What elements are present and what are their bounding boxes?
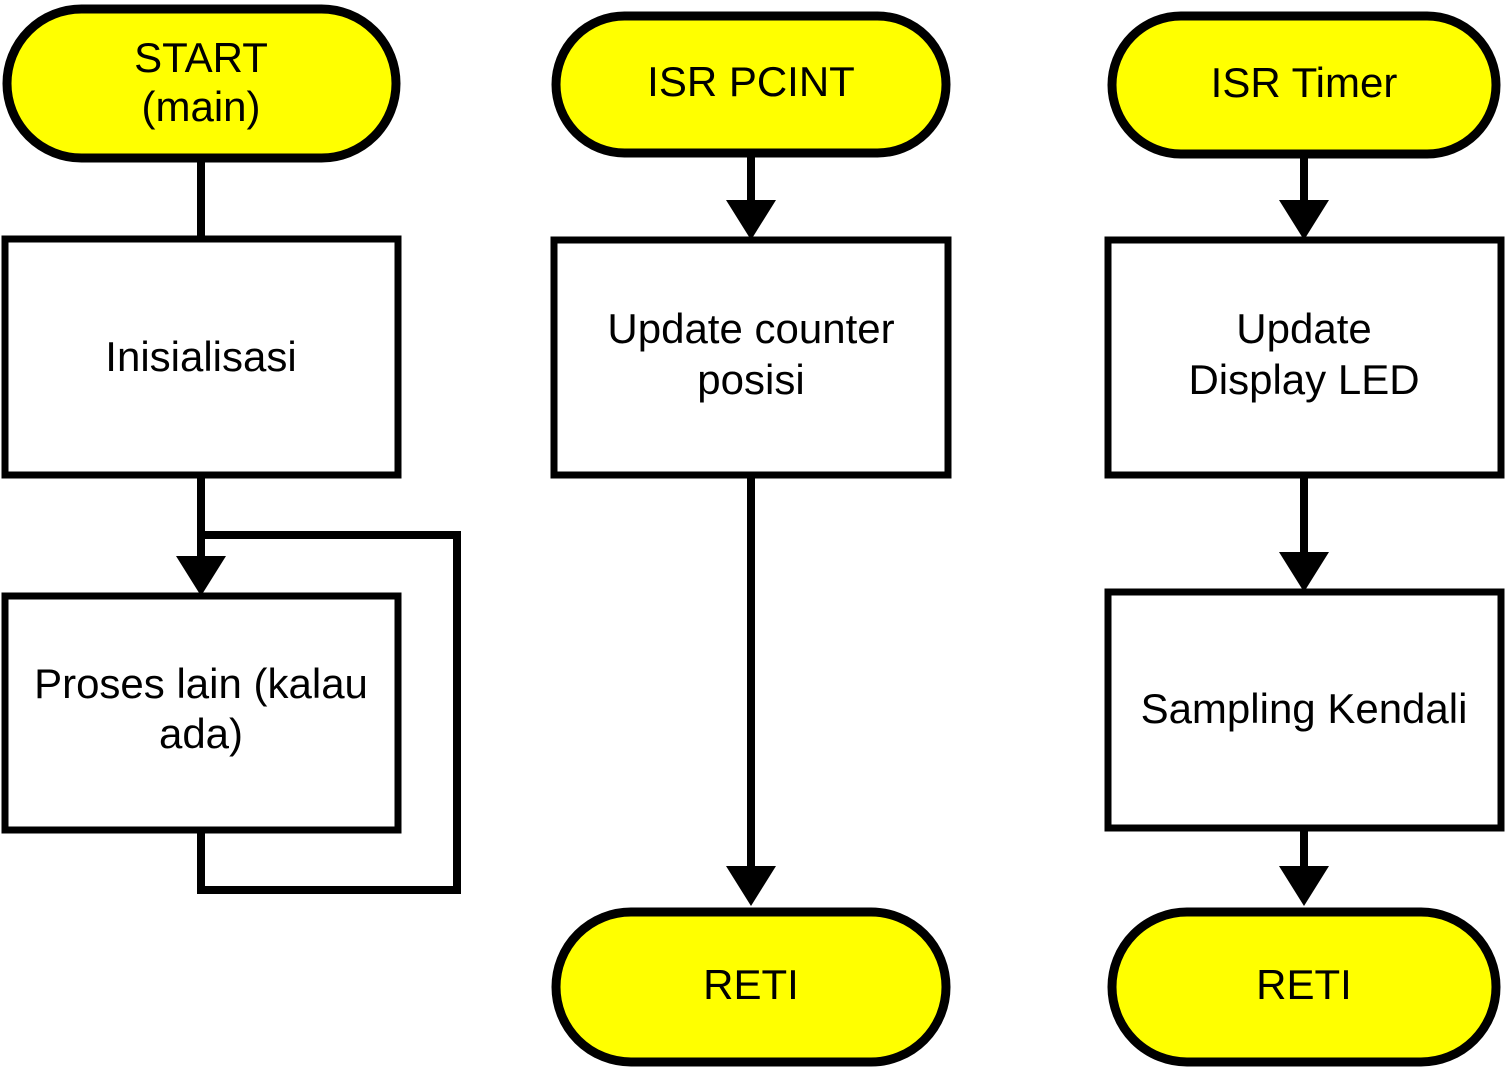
node-inisialisasi[interactable]: Inisialisasi xyxy=(1,235,402,479)
edge-sampling-to-reti-arrowhead xyxy=(1279,866,1329,906)
isr-timer-label: ISR Timer xyxy=(1211,59,1398,106)
proses-lain-label-line1: Proses lain (kalau xyxy=(34,660,368,707)
edge-inisialisasi-to-proses-arrowhead xyxy=(176,556,226,596)
edge-update-display-to-sampling-arrowhead xyxy=(1279,552,1329,592)
node-update-display-led[interactable]: Update Display LED xyxy=(1104,236,1505,479)
node-start-main[interactable]: START (main) xyxy=(2,4,401,163)
edge-proses-lain-loop xyxy=(197,531,461,894)
node-sampling-kendali[interactable]: Sampling Kendali xyxy=(1104,588,1505,832)
inisialisasi-shape xyxy=(1,235,402,479)
edge-isr-pcint-to-update-counter-arrowhead xyxy=(726,200,776,240)
start-main-label-line1: START xyxy=(134,34,268,81)
update-counter-label-line1: Update counter xyxy=(607,305,894,352)
node-reti-pcint[interactable]: RETI xyxy=(551,907,951,1067)
reti-timer-shape xyxy=(1107,907,1501,1067)
node-isr-timer[interactable]: ISR Timer xyxy=(1107,11,1501,159)
isr-pcint-label: ISR PCINT xyxy=(647,58,855,105)
start-main-label-line2: (main) xyxy=(141,83,260,130)
edge-isr-timer-to-update-display-arrowhead xyxy=(1279,200,1329,240)
column-isr-timer: ISR Timer Update Display LED Sampling Ke… xyxy=(1104,11,1505,1067)
node-isr-pcint[interactable]: ISR PCINT xyxy=(551,11,951,158)
reti-timer-label: RETI xyxy=(1256,961,1352,1008)
update-counter-label-line2: posisi xyxy=(697,356,804,403)
node-proses-lain[interactable]: Proses lain (kalau ada) xyxy=(1,592,402,834)
edge-update-counter-to-reti-arrowhead xyxy=(726,866,776,906)
reti-pcint-shape xyxy=(551,907,951,1067)
update-display-led-shape xyxy=(1104,236,1505,479)
node-reti-timer[interactable]: RETI xyxy=(1107,907,1501,1067)
column-main-program: START (main) Inisialisasi Proses lain (k… xyxy=(1,4,461,894)
update-display-label-line2: Display LED xyxy=(1188,356,1419,403)
inisialisasi-label: Inisialisasi xyxy=(105,333,296,380)
sampling-kendali-label: Sampling Kendali xyxy=(1141,685,1468,732)
proses-lain-label-line2: ada) xyxy=(159,710,243,757)
sampling-kendali-shape xyxy=(1104,588,1505,832)
column-isr-pcint: ISR PCINT Update counter posisi RETI xyxy=(550,11,952,1067)
update-display-label-line1: Update xyxy=(1236,305,1371,352)
node-update-counter-posisi[interactable]: Update counter posisi xyxy=(550,236,952,479)
reti-pcint-label: RETI xyxy=(703,961,799,1008)
